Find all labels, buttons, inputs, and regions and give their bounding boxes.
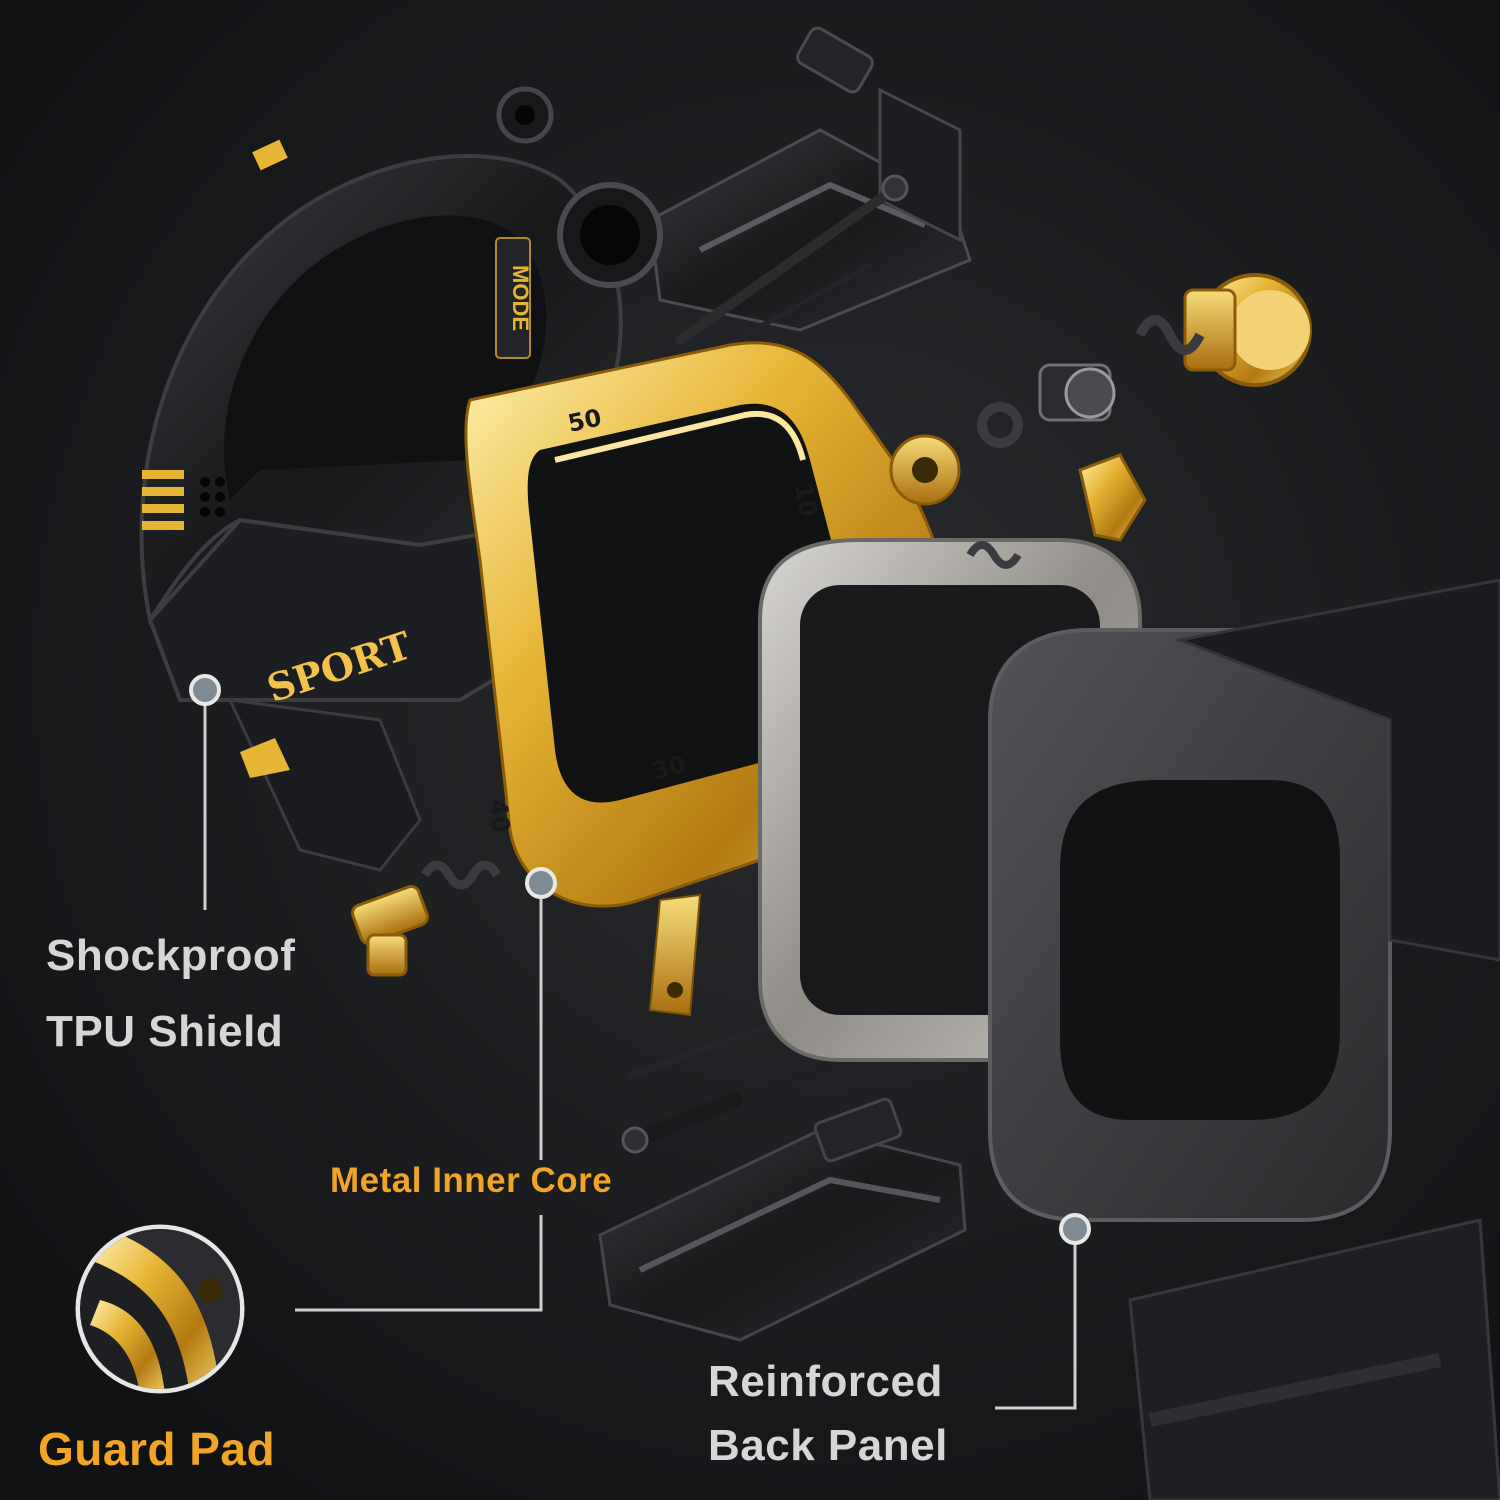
label-metal-inner-core: Metal Inner Core xyxy=(330,1161,613,1200)
leader-line-back-panel xyxy=(995,1229,1077,1410)
label-guard-pad: Guard Pad xyxy=(38,1423,276,1475)
guard-pad-zoom-icon xyxy=(75,1224,245,1394)
callout-dot-icon xyxy=(189,674,221,706)
bezel-number-40: 40 xyxy=(484,798,515,834)
bumper-vent-grid xyxy=(200,477,225,517)
right-strap xyxy=(1128,578,1500,1500)
label-back-panel-line-2: Back Panel xyxy=(708,1421,948,1470)
label-shockproof-tpu-shield: Shockproof TPU Shield xyxy=(46,918,295,1070)
label-reinforced-back-panel: Reinforced Back Panel xyxy=(708,1350,948,1478)
label-back-panel-line-1: Reinforced xyxy=(708,1357,943,1406)
crown-and-button-parts xyxy=(351,273,1312,977)
callout-dot-icon xyxy=(525,867,557,899)
bumper-gold-stripes xyxy=(142,470,184,530)
leader-line-guard-pad xyxy=(295,1215,543,1312)
bezel-number-50: 50 xyxy=(565,404,603,438)
callout-markers xyxy=(189,674,1091,1245)
label-shockproof-line-1: Shockproof xyxy=(46,931,296,980)
reinforced-back-panel xyxy=(988,628,1392,1222)
callout-dot-icon xyxy=(1059,1213,1091,1245)
bumper-mode-engraving: MODE xyxy=(508,265,533,331)
bottom-strap-adapter xyxy=(598,1097,967,1342)
label-shockproof-line-2: TPU Shield xyxy=(46,1007,284,1056)
bezel-number-10: 10 xyxy=(789,481,822,519)
callout-leader-lines xyxy=(203,690,1077,1410)
